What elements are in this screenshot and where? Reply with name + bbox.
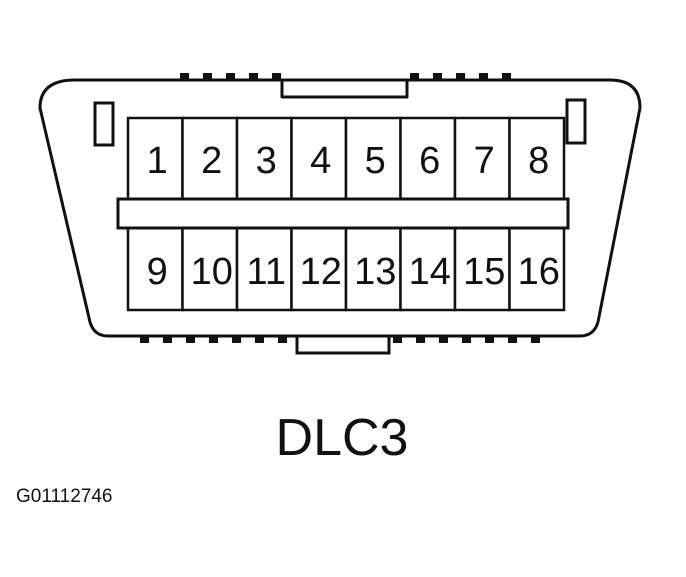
pin-label-7: 7 xyxy=(474,140,495,182)
pin-cell-6 xyxy=(399,116,457,201)
right-latch xyxy=(565,98,587,145)
bottom-teeth-tooth xyxy=(163,336,172,343)
bottom-teeth-tooth xyxy=(416,336,425,343)
top-teeth-tooth xyxy=(203,73,212,80)
top-edge-teeth xyxy=(180,73,511,80)
pin-label-3: 3 xyxy=(256,140,277,182)
connector-title: DLC3 xyxy=(276,409,409,467)
pin-label-15: 15 xyxy=(463,251,505,293)
pin-cell-10 xyxy=(181,226,239,312)
bottom-teeth-tooth xyxy=(140,336,149,343)
top-teeth-tooth xyxy=(433,73,442,80)
pin-label-16: 16 xyxy=(518,251,560,293)
pin-label-5: 5 xyxy=(365,140,386,182)
bottom-teeth-tooth xyxy=(439,336,448,343)
bottom-teeth-tooth xyxy=(393,336,402,343)
bottom-teeth-tooth xyxy=(462,336,471,343)
pin-label-11: 11 xyxy=(247,251,286,293)
bottom-key-tab xyxy=(295,334,391,355)
pin-label-14: 14 xyxy=(409,251,451,293)
top-teeth-tooth xyxy=(479,73,488,80)
pin-cell-9 xyxy=(126,226,184,312)
left-latch xyxy=(93,101,115,147)
center-divider-bar xyxy=(116,197,570,230)
bottom-teeth-tooth xyxy=(485,336,494,343)
top-teeth-tooth xyxy=(180,73,189,80)
bottom-teeth-tooth xyxy=(278,336,287,343)
pin-cell-2 xyxy=(181,116,239,201)
bottom-teeth-tooth xyxy=(508,336,517,343)
pin-cell-8 xyxy=(508,116,566,201)
pin-label-4: 4 xyxy=(310,140,331,182)
top-teeth-tooth xyxy=(456,73,465,80)
bottom-teeth-tooth xyxy=(255,336,264,343)
pin-label-9: 9 xyxy=(147,251,168,293)
pin-label-13: 13 xyxy=(354,251,396,293)
top-teeth-tooth xyxy=(226,73,235,80)
top-teeth-tooth xyxy=(502,73,511,80)
top-teeth-tooth xyxy=(272,73,281,80)
top-teeth-tooth xyxy=(410,73,419,80)
pin-label-2: 2 xyxy=(201,140,222,182)
top-teeth-tooth xyxy=(249,73,258,80)
pin-cell-11 xyxy=(235,226,293,312)
figure-code: G01112746 xyxy=(16,486,113,507)
pin-label-10: 10 xyxy=(191,251,233,293)
bottom-teeth-tooth xyxy=(232,336,241,343)
pin-label-8: 8 xyxy=(528,140,549,182)
pin-cell-7 xyxy=(453,116,511,201)
bottom-teeth-tooth xyxy=(531,336,540,343)
pin-label-12: 12 xyxy=(300,251,342,293)
connector-outline xyxy=(38,78,642,338)
bottom-edge-teeth xyxy=(140,336,540,343)
pin-cell-12 xyxy=(290,226,348,312)
pin-label-1: 1 xyxy=(147,140,168,182)
bottom-teeth-tooth xyxy=(186,336,195,343)
top-key-notch xyxy=(280,80,409,99)
pin-label-6: 6 xyxy=(419,140,440,182)
bottom-teeth-tooth xyxy=(209,336,218,343)
